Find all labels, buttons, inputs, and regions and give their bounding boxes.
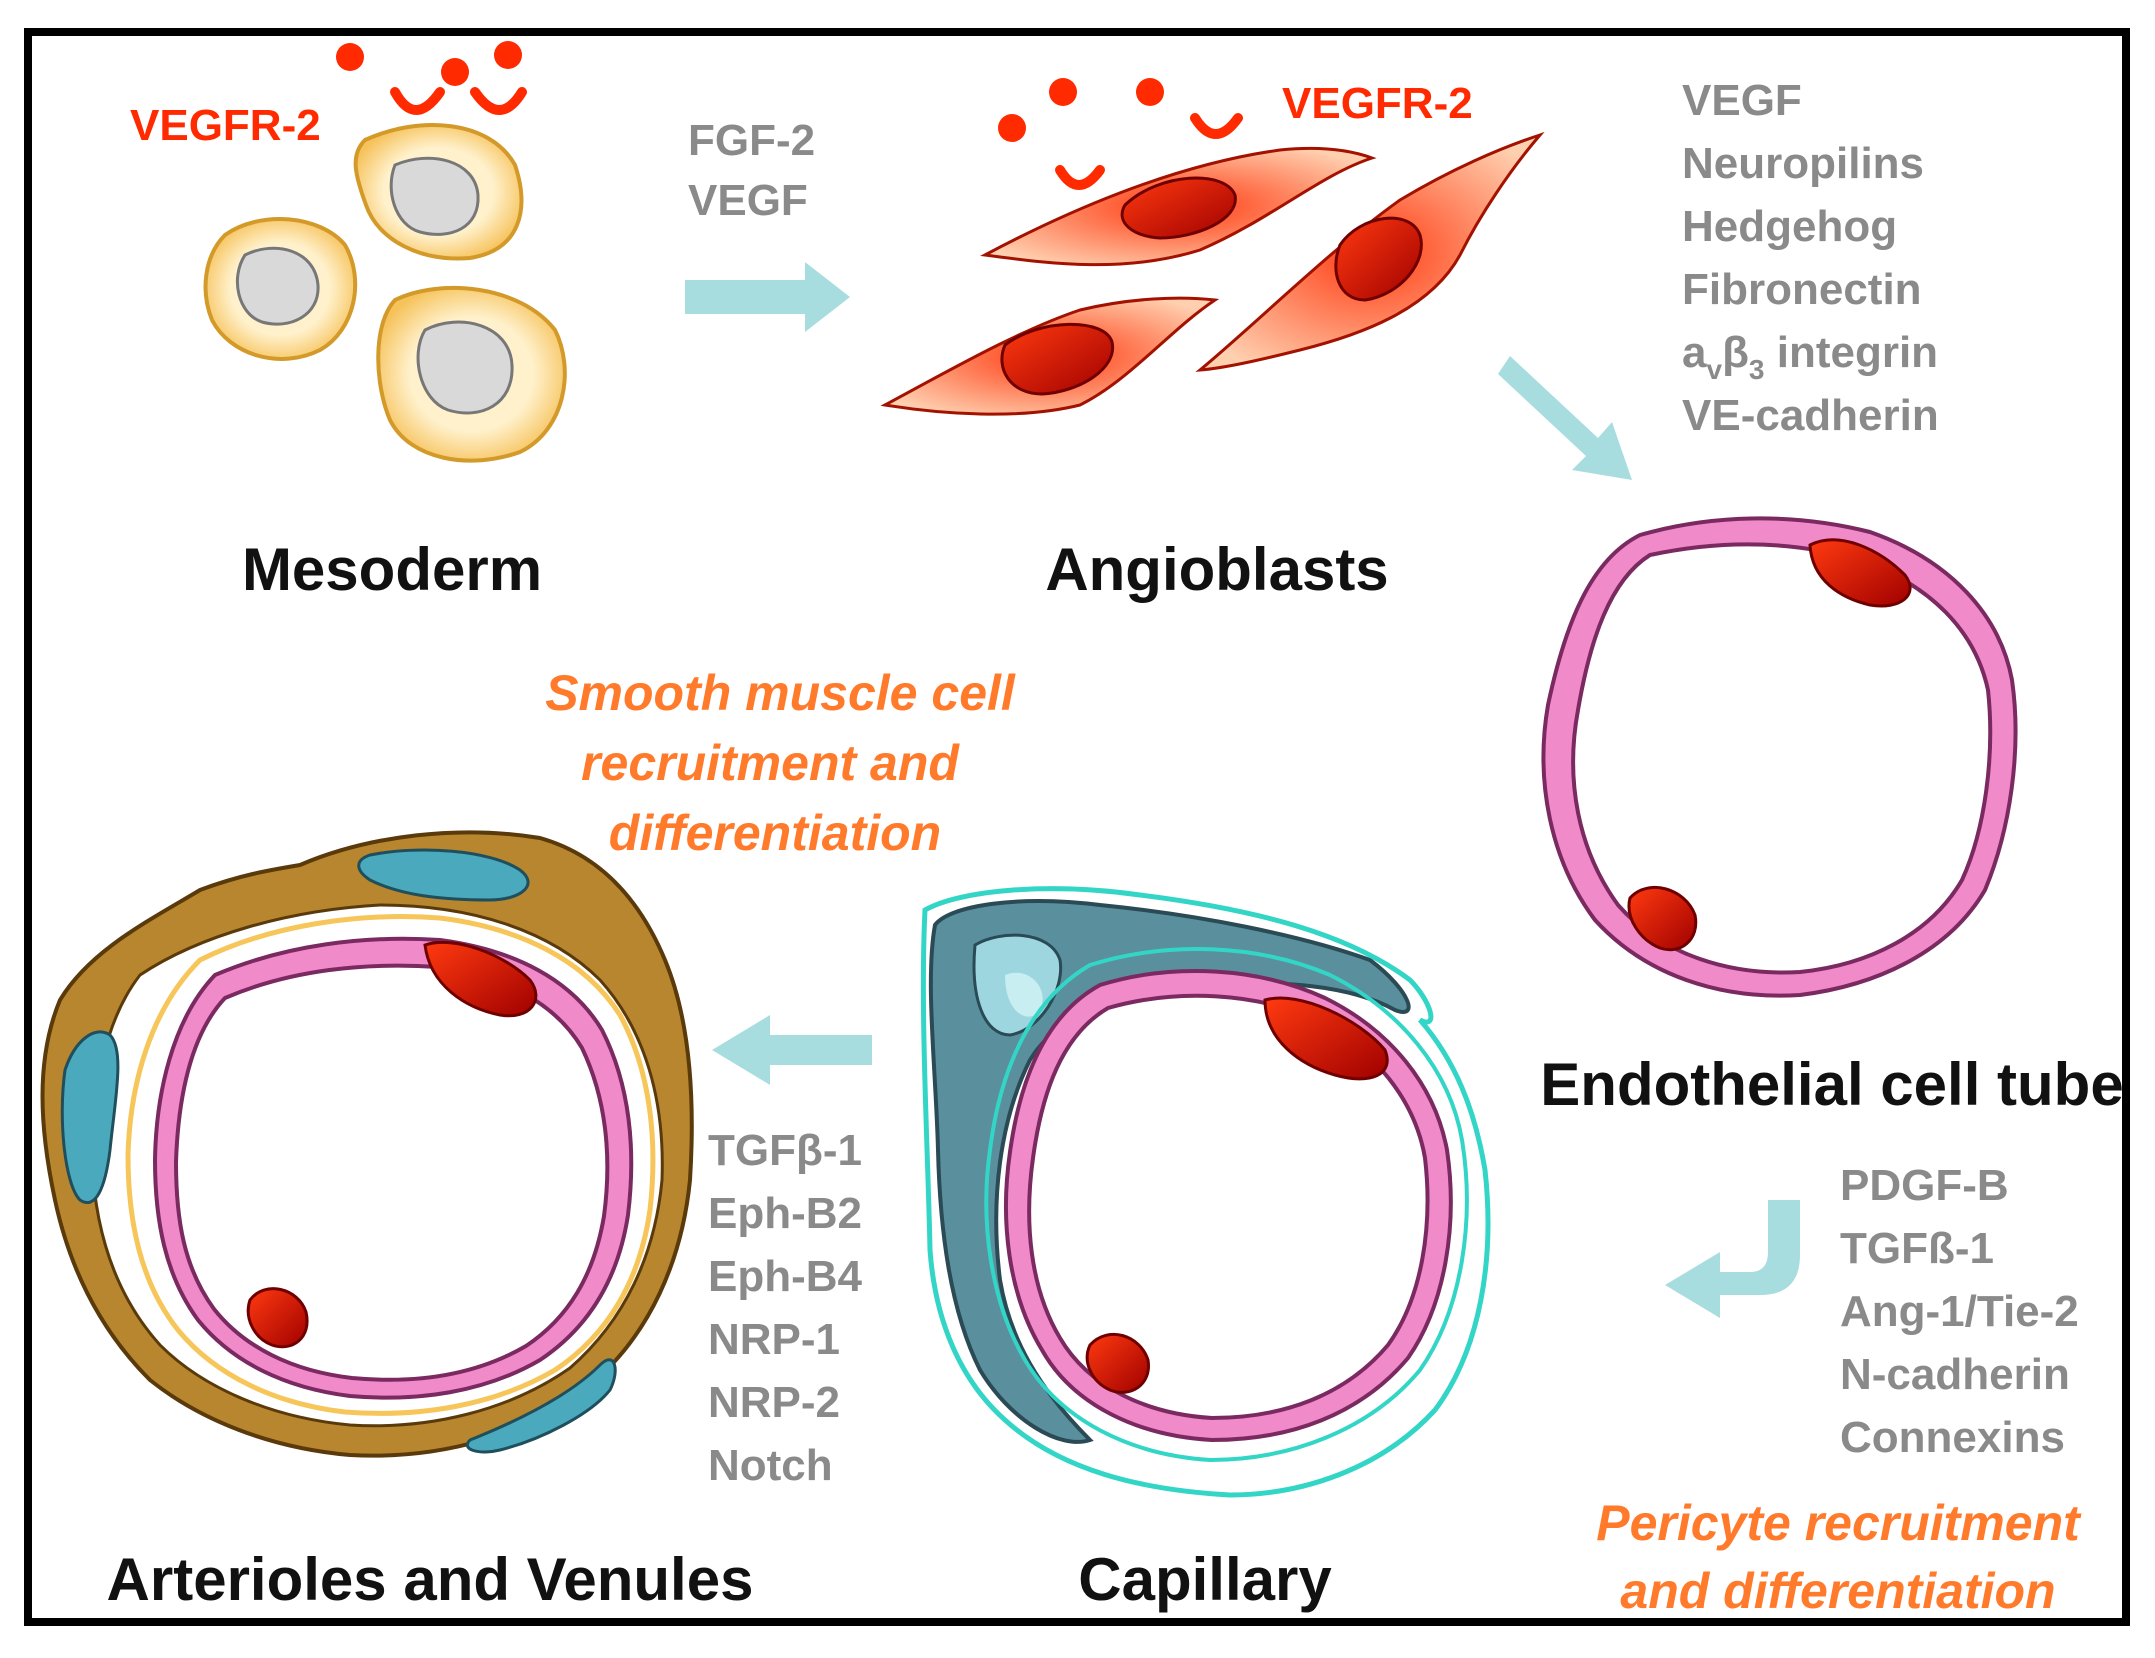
process-line: Pericyte recruitment [1596,1495,2082,1551]
angioblast-cell [880,296,1220,416]
angioblast-cell [980,146,1377,267]
factor-item: Fibronectin [1682,265,1922,314]
factor-item: VEGF [688,176,808,225]
factor-item: PDGF-B [1840,1161,2009,1210]
factor-item: Ang-1/Tie-2 [1840,1287,2079,1336]
factor-item: Eph-B2 [708,1189,862,1238]
process-smooth-muscle: Smooth muscle cell recruitment and diffe… [545,665,1016,861]
factor-item: Notch [708,1441,833,1490]
factor-item: Connexins [1840,1413,2065,1462]
muscle-cell [357,848,530,902]
mesoderm-cell [376,285,567,463]
stage-label-capillary: Capillary [1078,1546,1332,1613]
factor-item: NRP-1 [708,1315,840,1364]
factor-item: TGFß-1 [1840,1224,1994,1273]
vegfr2-label-angioblasts: VEGFR-2 [1282,79,1473,128]
vegfr2-receptors-angioblasts [1055,113,1243,190]
basement-ring [125,914,656,1416]
arrow-capillary-to-arterioles [712,1015,872,1085]
stage-label-angioblasts: Angioblasts [1045,536,1388,603]
arteriole-venule [40,830,694,1458]
endothelial-tube [1541,516,2018,998]
pericyte-outline [920,886,1491,1498]
capillary [920,886,1491,1498]
vegfr2-receptors-mesoderm [390,87,527,115]
factor-item: N-cadherin [1840,1350,2070,1399]
factors-capillary-to-arterioles: TGFβ-1 Eph-B2 Eph-B4 NRP-1 NRP-2 Notch [708,1126,863,1490]
factor-item: NRP-2 [708,1378,840,1427]
arrow-tube-to-capillary [1665,1200,1800,1318]
stage-label-mesoderm: Mesoderm [242,536,542,603]
factor-item: Hedgehog [1682,202,1897,251]
process-line: differentiation [609,805,941,861]
vegf-ligands-mesoderm [336,41,522,86]
vegf-ligands-angioblasts [998,78,1164,142]
process-line: and differentiation [1620,1563,2055,1619]
mesoderm-cell [353,123,524,261]
stage-label-endothelial-tube: Endothelial cell tube [1540,1051,2123,1118]
arrow-angioblasts-to-tube [1498,356,1632,480]
factor-item: VE-cadherin [1682,391,1939,440]
factor-item: VEGF [1682,76,1802,125]
factor-item: FGF-2 [688,116,815,165]
process-line: recruitment and [581,735,960,791]
process-line: Smooth muscle cell [545,665,1016,721]
muscle-cell [466,1358,617,1454]
arrow-mesoderm-to-angioblasts [685,262,850,332]
mesoderm-cell [203,217,358,361]
factors-mesoderm-to-angioblasts: FGF-2 VEGF [688,116,815,225]
factors-tube-to-capillary: PDGF-B TGFß-1 Ang-1/Tie-2 N-cadherin Con… [1840,1161,2079,1462]
factor-item: Eph-B4 [708,1252,863,1301]
factor-integrin: avβ3 integrin [1682,328,1938,385]
mesoderm-cells [203,123,567,463]
angioblast-cells [880,131,1545,416]
factor-item: TGFβ-1 [708,1126,862,1175]
process-pericyte: Pericyte recruitment and differentiation [1596,1495,2082,1619]
stage-label-arterioles-venules: Arterioles and Venules [107,1546,754,1613]
factor-item: Neuropilins [1682,139,1924,188]
factors-angioblasts-to-tube: VEGF Neuropilins Hedgehog Fibronectin av… [1682,76,1939,440]
angioblast-cell [1195,131,1545,372]
vegfr2-label-mesoderm: VEGFR-2 [130,101,321,150]
muscle-cell [60,1030,120,1204]
